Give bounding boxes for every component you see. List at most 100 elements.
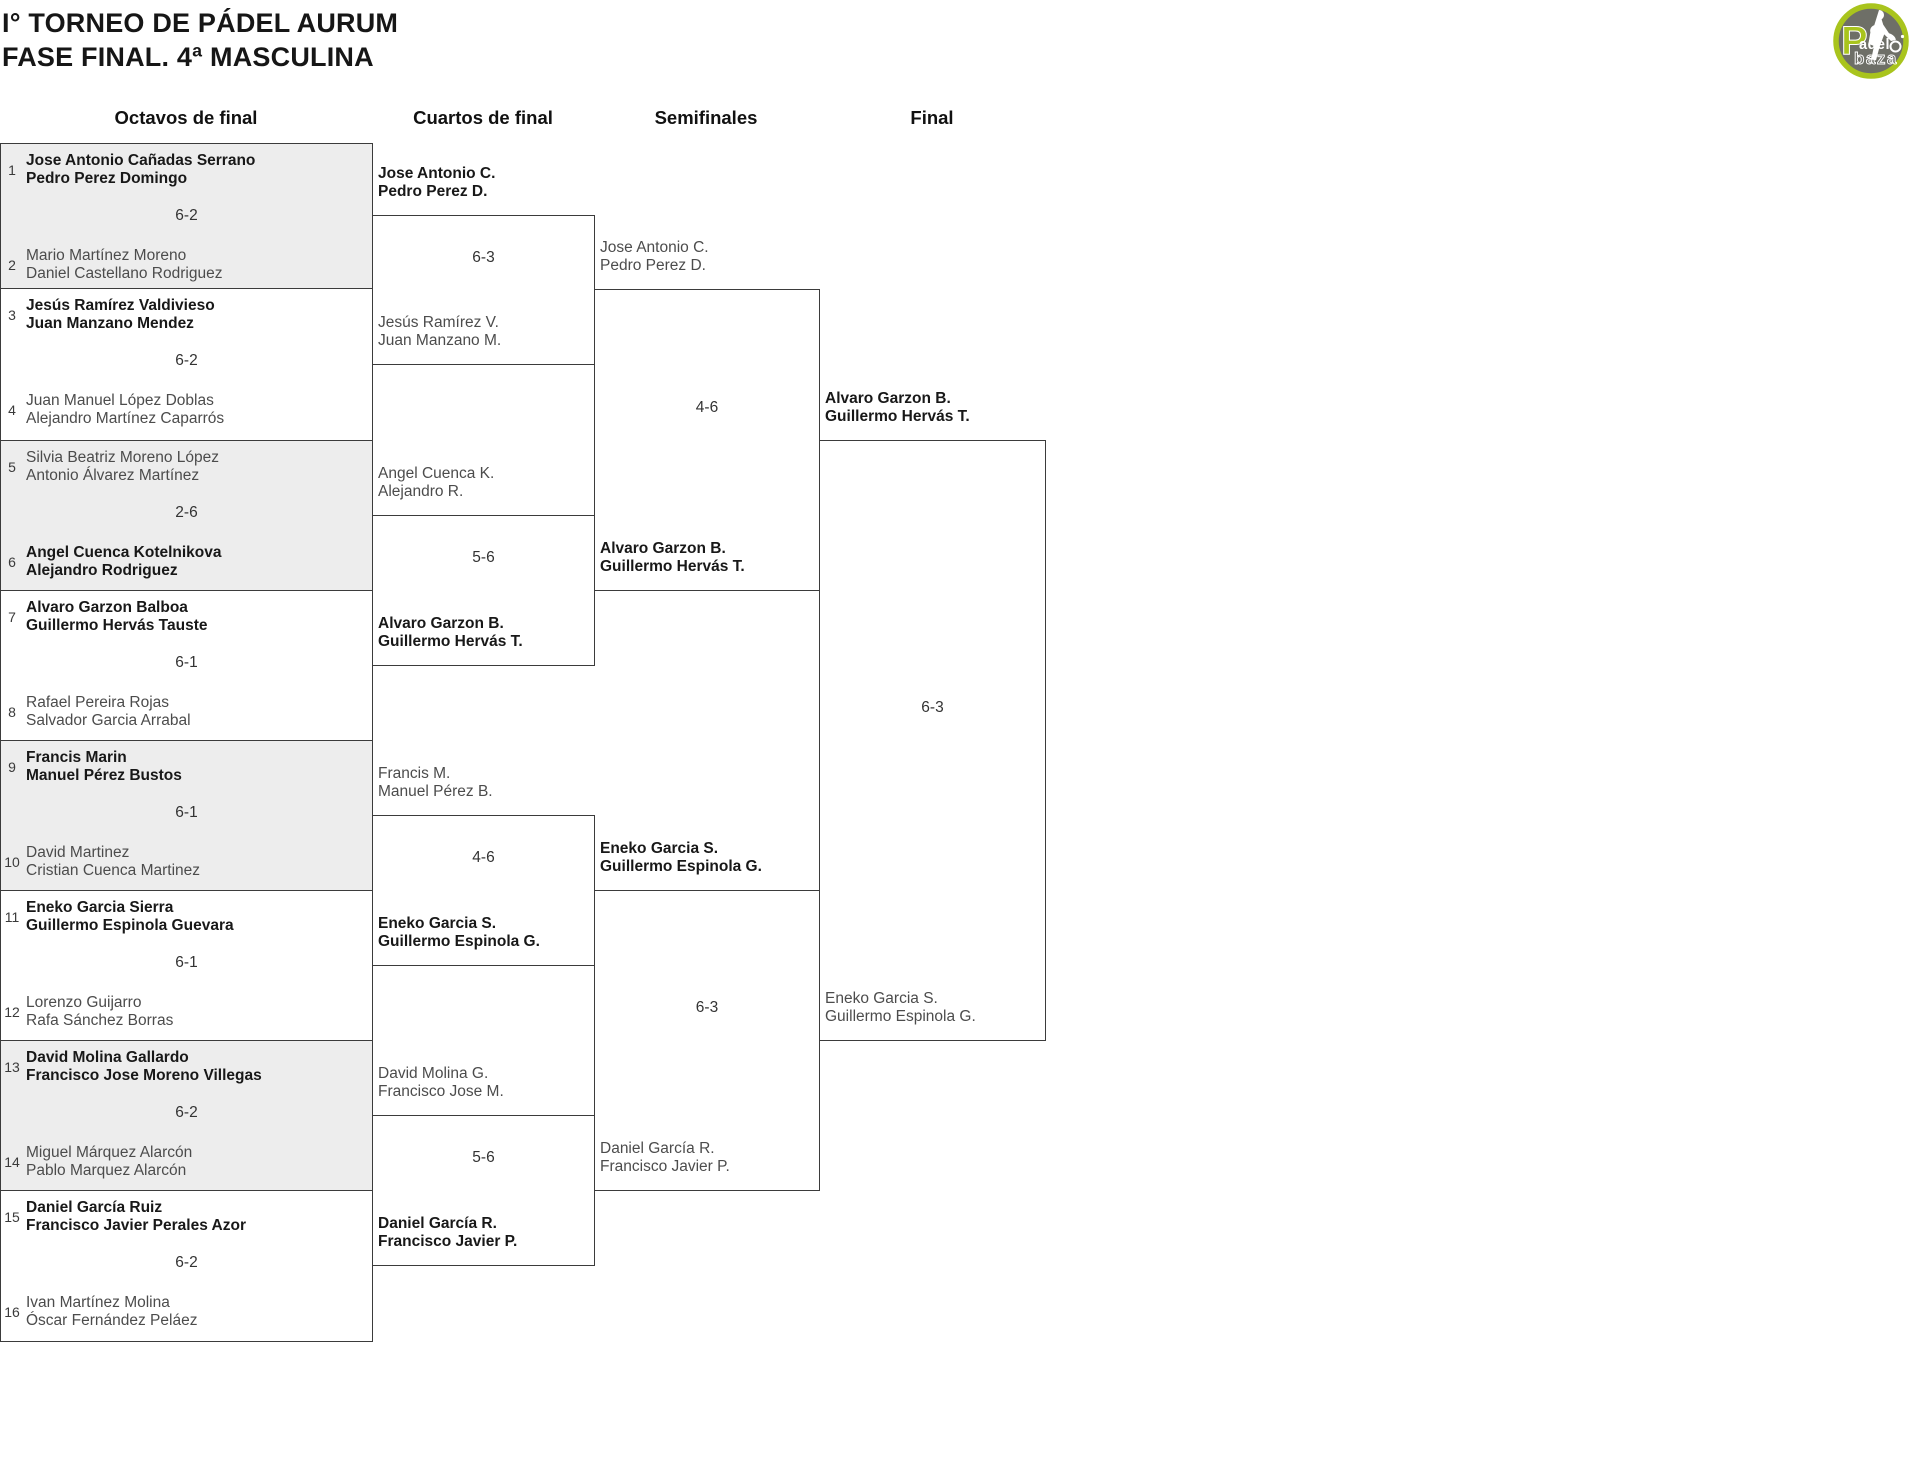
tournament-title: I° TORNEO DE PÁDEL AURUM	[2, 8, 399, 38]
player-name: Daniel Castellano Rodriguez	[26, 265, 223, 282]
column-header-semifinales: Semifinales	[654, 107, 758, 128]
player-name: Cristian Cuenca Martinez	[26, 862, 201, 879]
player-name: Francisco Javier P.	[600, 1158, 730, 1175]
player-name: Pedro Perez D.	[378, 183, 488, 200]
player-name: Rafael Pereira Rojas	[26, 694, 170, 711]
player-name: Manuel Pérez Bustos	[26, 767, 182, 784]
seed-8: 8	[8, 704, 16, 720]
semifinales-m1-bottom-pair: Alvaro Garzon B.Guillermo Hervás T.	[600, 540, 745, 576]
player-name: Alvaro Garzon B.	[600, 540, 726, 557]
seed-9: 9	[8, 759, 16, 775]
seed-1: 1	[8, 162, 16, 178]
column-header-cuartos: Cuartos de final	[413, 107, 553, 128]
seed-15: 15	[4, 1209, 20, 1225]
player-name: Alejandro R.	[378, 483, 464, 500]
seed-3: 3	[8, 307, 16, 323]
seed-5: 5	[8, 459, 16, 475]
seed-6: 6	[8, 554, 16, 570]
seed-7: 7	[8, 609, 16, 625]
cuartos-m4-top-pair: David Molina G.Francisco Jose M.	[378, 1065, 504, 1101]
racket-head-icon	[1889, 40, 1902, 53]
player-name: Lorenzo Guijarro	[26, 994, 142, 1011]
cuartos-m2-bottom-pair: Alvaro Garzon B.Guillermo Hervás T.	[378, 615, 523, 651]
octavos-match-7-block	[0, 1040, 373, 1191]
player-name: Guillermo Hervás T.	[378, 633, 523, 650]
player-name: Antonio Álvarez Martínez	[26, 467, 200, 484]
player-name: Francisco Javier Perales Azor	[26, 1217, 246, 1234]
octavos-m1-score: 6-2	[175, 207, 198, 224]
player-name: Rafa Sánchez Borras	[26, 1012, 174, 1029]
logo-text-baza: baza	[1854, 49, 1898, 68]
ball-icon	[1900, 34, 1905, 39]
column-header-final: Final	[910, 107, 954, 128]
seed-2: 2	[8, 257, 16, 273]
player-name: Salvador Garcia Arrabal	[26, 712, 191, 729]
octavos-m2-score: 6-2	[175, 352, 198, 369]
seed-13: 13	[4, 1059, 20, 1075]
final-m1-top-pair: Alvaro Garzon B.Guillermo Hervás T.	[825, 390, 970, 426]
octavos-m3-score: 2-6	[175, 504, 198, 521]
player-name: Jose Antonio C.	[600, 239, 709, 256]
player-name: Ivan Martínez Molina	[26, 1294, 170, 1311]
octavos-match-1-block	[0, 143, 373, 289]
player-name: Guillermo Espinola G.	[600, 858, 762, 875]
cuartos-m3-bottom-pair: Eneko Garcia S.Guillermo Espinola G.	[378, 915, 540, 951]
final-m1-bottom-pair: Eneko Garcia S.Guillermo Espinola G.	[825, 990, 976, 1026]
cuartos-m1-score: 6-3	[472, 249, 495, 266]
player-name: Guillermo Hervás T.	[825, 408, 970, 425]
player-name: Eneko Garcia S.	[600, 840, 719, 857]
player-name: Guillermo Hervás T.	[600, 558, 745, 575]
player-name: David Molina Gallardo	[26, 1049, 189, 1066]
cuartos-m1-top-pair: Jose Antonio C.Pedro Perez D.	[378, 165, 495, 201]
player-name: Pedro Perez D.	[600, 257, 706, 274]
octavos-m4-score: 6-1	[175, 654, 198, 671]
player-name: Guillermo Espinola G.	[825, 1008, 976, 1025]
seed-12: 12	[4, 1004, 20, 1020]
player-name: Guillermo Espinola Guevara	[26, 917, 234, 934]
player-name: Francisco Jose Moreno Villegas	[26, 1067, 262, 1084]
cuartos-m3-top-pair: Francis M.Manuel Pérez B.	[378, 765, 493, 801]
player-name: Francisco Jose M.	[378, 1083, 504, 1100]
player-name: Jesús Ramírez V.	[378, 314, 499, 331]
player-name: Pablo Marquez Alarcón	[26, 1162, 187, 1179]
player-name: Angel Cuenca K.	[378, 465, 495, 482]
player-name: Eneko Garcia S.	[825, 990, 938, 1007]
padelbaza-logo: P adel baza	[1833, 3, 1909, 79]
player-name: Miguel Márquez Alarcón	[26, 1144, 193, 1161]
player-name: Juan Manzano M.	[378, 332, 502, 349]
seed-16: 16	[4, 1304, 20, 1320]
player-name: Juan Manzano Mendez	[26, 315, 194, 332]
player-name: Mario Martínez Moreno	[26, 247, 187, 264]
player-name: Jose Antonio Cañadas Serrano	[26, 152, 256, 169]
player-name: Guillermo Espinola G.	[378, 933, 540, 950]
semifinales-m1-score: 4-6	[695, 399, 719, 416]
player-name: Jesús Ramírez Valdivieso	[26, 297, 215, 314]
player-name: David Martinez	[26, 844, 130, 861]
octavos-m8-score: 6-2	[175, 1254, 198, 1271]
octavos-m7-score: 6-2	[175, 1104, 198, 1121]
player-name: Daniel García R.	[600, 1140, 715, 1157]
player-name: Alvaro Garzon Balboa	[26, 599, 188, 616]
player-name: Daniel García R.	[378, 1215, 497, 1232]
tournament-subtitle: FASE FINAL. 4ª MASCULINA	[2, 42, 374, 72]
column-header-octavos: Octavos de final	[114, 107, 258, 128]
semifinales-m2-top-pair: Eneko Garcia S.Guillermo Espinola G.	[600, 840, 762, 876]
semifinales-m2-bottom-pair: Daniel García R.Francisco Javier P.	[600, 1140, 730, 1176]
player-name: Alejandro Martínez Caparrós	[26, 410, 225, 427]
octavos-match-4-block	[0, 590, 373, 741]
final-m1-score: 6-3	[921, 699, 944, 716]
player-name: Francis M.	[378, 765, 451, 782]
